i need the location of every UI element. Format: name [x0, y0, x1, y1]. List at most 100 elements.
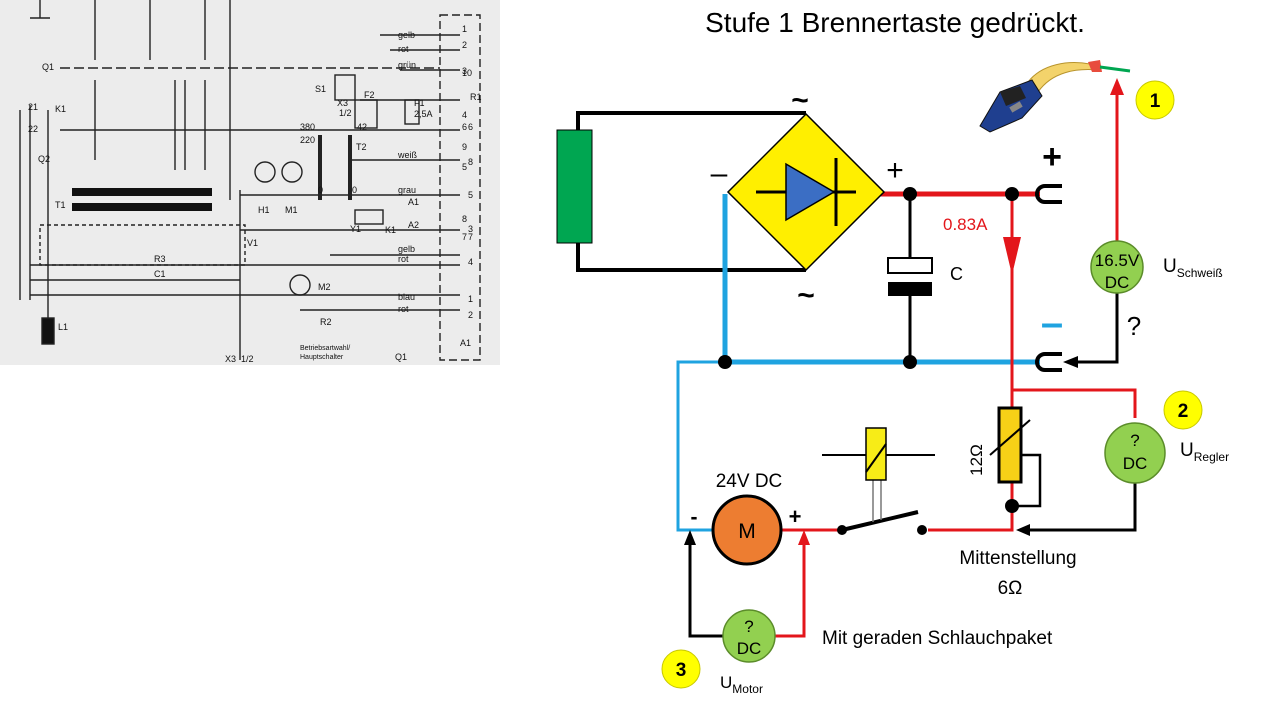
torch-nozzle [1088, 60, 1102, 72]
schematic-label: grün [398, 60, 416, 70]
resistor-adjust-line [989, 419, 1031, 456]
meter-3-unit: DC [737, 639, 762, 658]
resistor-label: 12Ω [967, 444, 986, 476]
resistor-wiper-wire [928, 482, 1014, 532]
resistor-wiper [1012, 453, 1042, 508]
schematic-label: K1 [385, 225, 396, 235]
schematic-label: R3 [154, 254, 166, 264]
schematic-label: rot [398, 304, 409, 314]
schematic-label: L1 [58, 322, 68, 332]
relay-coil-diagonal [865, 443, 887, 473]
schematic-label: 8 [462, 214, 467, 224]
badge-2-number: 2 [1178, 401, 1189, 422]
badge-1-circle [1135, 80, 1175, 120]
diode-triangle [785, 162, 836, 222]
schematic-label: 9 [462, 142, 467, 152]
ac-source [556, 129, 593, 244]
ac-bottom-symbol: ~ [797, 279, 815, 312]
meter-3-label: UMotor [720, 673, 763, 696]
junction-cap-bottom [903, 355, 917, 369]
schematic-label: 42 [357, 122, 367, 132]
relay-coil [865, 427, 887, 481]
badge-2-circle [1163, 390, 1203, 430]
motor-voltage: 24V DC [716, 471, 783, 492]
resistor-setting-value: 6Ω [998, 578, 1023, 599]
output-minus-label: – [1041, 301, 1063, 345]
meter-1-value: 16.5V [1095, 251, 1140, 270]
motor-plus-label: + [789, 504, 802, 529]
schematic-label: 0 [318, 185, 323, 195]
torch-neck [1027, 62, 1100, 93]
schematic-label: T1 [55, 200, 66, 210]
rectifier-minus: – [711, 157, 728, 190]
meter-1-label: USchweiß [1163, 256, 1223, 280]
schematic-label: F2 [364, 90, 375, 100]
schematic-label: 3 [462, 66, 467, 76]
schematic-label: rot [398, 44, 409, 54]
schematic-label: 3 [468, 224, 473, 234]
schematic-label: 5 [462, 162, 467, 172]
capacitor-plate-top [887, 257, 933, 274]
switch-contact-right [917, 525, 927, 535]
schematic-label: Hauptschalter [300, 354, 344, 361]
schematic-label: 7 [462, 232, 467, 242]
schematic-label: 1/2 [339, 108, 352, 118]
badge-1-number: 1 [1150, 91, 1161, 112]
meter3-right-arrow [798, 530, 810, 545]
schematic-label: X3 [225, 354, 236, 364]
schematic-label: F1 [414, 98, 425, 108]
schematic-label: 5 [468, 190, 473, 200]
meter2-top-wire [1012, 388, 1137, 418]
schematic-label: 1 [468, 294, 473, 304]
schematic-label: 21 [28, 102, 38, 112]
potentiometer [989, 406, 1042, 508]
current-label: 0.83A [943, 215, 988, 234]
schematic-label: 380 [300, 122, 315, 132]
schematic-label: 22 [28, 124, 38, 134]
schematic-label: K1 [55, 104, 66, 114]
schematic-label: 8 [468, 157, 473, 167]
schematic-label: A2 [408, 220, 419, 230]
meter3-right-wire [773, 540, 806, 638]
schematic-label: 7 [468, 232, 473, 242]
meter2-arrow [1016, 524, 1030, 536]
junction-current-top [1005, 187, 1019, 201]
bridge-rectifier [726, 112, 886, 272]
schematic-label: 2,5A [414, 109, 433, 119]
badge-3: 3 [661, 649, 701, 689]
meter-2-unit: DC [1123, 454, 1148, 473]
welding-torch-icon [979, 60, 1131, 133]
meter1-bottom-arrow [1063, 356, 1078, 368]
badge-2: 2 [1163, 390, 1203, 430]
meter1-arrow [1110, 78, 1124, 95]
schematic-label: 1/2 [241, 354, 254, 364]
torch-grip [1000, 86, 1026, 106]
meter-2-circle [1104, 422, 1166, 484]
schematic-label: 6 [462, 122, 467, 132]
output-plus-label: + [1042, 138, 1062, 176]
schematic-label: 4 [462, 110, 467, 120]
meter1-bottom-wire [1068, 292, 1119, 364]
source-top-wire [576, 111, 806, 133]
resistor-setting: Mittenstellung [959, 548, 1076, 569]
meter-1-question: ? [1127, 311, 1141, 341]
junction-minus-left [718, 355, 732, 369]
schematic-label: Q1 [395, 352, 407, 362]
schematic-label: gelb [398, 244, 415, 254]
wires [576, 85, 1137, 638]
schematic-label: R2 [320, 317, 332, 327]
schematic-label: rot [398, 254, 409, 264]
schematic-label: Betriebsartwahl/ [300, 345, 350, 352]
meter-3: ? DC [722, 609, 776, 663]
meter-1-circle [1090, 240, 1144, 294]
torch-trigger [1009, 101, 1023, 113]
schematic-label: 4 [468, 257, 473, 267]
resistor-body [997, 406, 1023, 484]
meter-1: 16.5V DC [1090, 240, 1144, 294]
slide-title: Stufe 1 Brennertaste gedrückt. [705, 7, 1085, 38]
torch-switch [822, 427, 935, 535]
